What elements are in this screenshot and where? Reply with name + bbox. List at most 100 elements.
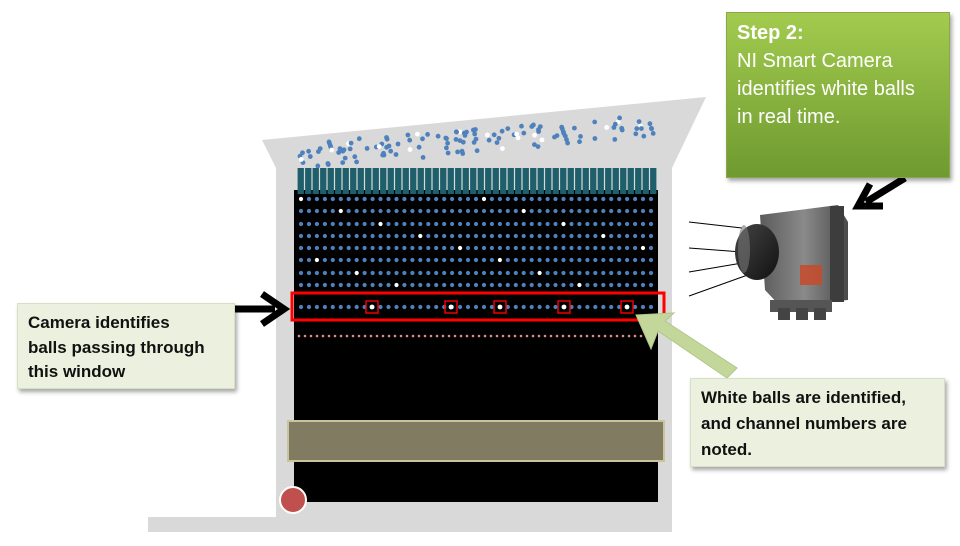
grid-ball xyxy=(497,282,502,288)
hopper-ball xyxy=(352,154,358,160)
grid-ball xyxy=(489,304,494,310)
grid-ball xyxy=(633,304,638,310)
grid-ball xyxy=(386,257,391,263)
grid-ball xyxy=(545,196,550,202)
grid-ball xyxy=(569,257,574,263)
hopper-ball xyxy=(298,157,304,162)
funnel-tooth xyxy=(477,168,484,194)
grid-ball xyxy=(298,221,304,227)
hopper-ball xyxy=(342,155,348,161)
grid-ball xyxy=(577,257,582,263)
hopper-ball xyxy=(529,124,535,129)
hopper-ball xyxy=(307,154,313,159)
grid-ball xyxy=(338,196,343,202)
hopper-ball xyxy=(515,135,521,141)
grid-ball xyxy=(633,233,638,239)
black-arrow-down-left-icon xyxy=(852,175,907,210)
hopper-ball xyxy=(462,133,468,138)
funnel-tooth xyxy=(500,168,507,194)
hopper-ball xyxy=(460,151,466,156)
grid-ball xyxy=(473,270,479,276)
grid-ball xyxy=(577,208,582,214)
grid-ball xyxy=(450,208,455,214)
grid-ball xyxy=(442,257,447,263)
grid-ball xyxy=(434,257,439,263)
grid-ball xyxy=(314,282,319,288)
hopper-ball xyxy=(317,146,323,152)
grid-ball xyxy=(434,282,439,288)
grid-ball xyxy=(426,245,431,251)
grid-ball xyxy=(633,270,638,276)
grid-ball xyxy=(410,233,415,239)
grid-ball xyxy=(402,196,407,202)
hopper-ball xyxy=(519,123,524,129)
grid-ball xyxy=(442,270,447,276)
funnel-tooth xyxy=(417,168,424,194)
hopper-ball xyxy=(521,130,527,136)
grid-ball xyxy=(617,270,622,276)
separator-dot xyxy=(441,334,445,338)
smart-camera-icon xyxy=(688,205,848,320)
grid-ball xyxy=(394,304,399,310)
grid-ball xyxy=(402,245,407,251)
grid-ball xyxy=(322,304,327,310)
funnel-tooth xyxy=(485,168,492,194)
grid-ball xyxy=(497,196,502,202)
grid-ball xyxy=(378,282,383,288)
hopper-ball xyxy=(445,140,450,146)
grid-ball xyxy=(322,270,327,276)
separator-dot xyxy=(543,334,547,338)
grid-ball xyxy=(617,245,622,251)
grid-ball xyxy=(585,245,590,251)
grid-ball xyxy=(354,233,359,239)
grid-ball xyxy=(402,208,407,214)
window-line-3: this window xyxy=(28,362,126,381)
hopper-ball xyxy=(499,128,505,134)
grid-ball xyxy=(346,221,351,227)
grid-ball xyxy=(418,257,423,263)
grid-ball xyxy=(609,257,614,263)
grid-ball xyxy=(465,233,471,239)
white-balls-line-1: White balls are identified, xyxy=(701,388,906,407)
funnel-tooth xyxy=(575,168,582,194)
hopper-ball xyxy=(376,144,382,150)
separator-dot xyxy=(423,334,427,338)
grid-ball xyxy=(378,257,383,263)
grid-ball xyxy=(410,196,415,202)
grid-ball xyxy=(569,208,574,214)
grid-ball xyxy=(298,304,304,310)
grid-ball xyxy=(585,196,590,202)
grid-ball xyxy=(569,245,574,251)
hopper-ball xyxy=(578,134,583,139)
detected-white-ball xyxy=(369,304,375,310)
grid-ball xyxy=(298,233,304,239)
grid-ball xyxy=(418,270,423,276)
grid-ball xyxy=(426,257,431,263)
step-2-callout: Step 2: NI Smart Camera identifies white… xyxy=(726,12,950,178)
grid-ball xyxy=(609,270,614,276)
window-callout: Camera identifies balls passing through … xyxy=(17,303,235,389)
separator-dot xyxy=(327,334,331,338)
funnel-tooth xyxy=(612,168,619,194)
step-line-3: in real time. xyxy=(737,106,841,128)
grid-ball xyxy=(330,245,335,251)
detected-white-ball xyxy=(561,304,567,310)
detection-marker xyxy=(557,300,571,314)
grid-ball xyxy=(434,196,439,202)
funnel-tooth xyxy=(522,168,529,194)
grid-ball xyxy=(298,245,304,251)
grid-ball xyxy=(648,304,654,310)
grid-ball xyxy=(640,270,646,276)
grid-ball xyxy=(640,233,646,239)
grid-ball xyxy=(394,233,399,239)
grid-ball xyxy=(338,245,343,251)
grid-ball xyxy=(314,257,319,263)
separator-dot xyxy=(333,334,337,338)
grid-ball xyxy=(330,282,335,288)
separator-dot xyxy=(561,334,565,338)
hopper-ball xyxy=(641,133,647,139)
separator-dot xyxy=(453,334,457,338)
hopper-ball xyxy=(484,132,490,138)
grid-ball xyxy=(497,245,502,251)
grid-ball xyxy=(370,270,375,276)
